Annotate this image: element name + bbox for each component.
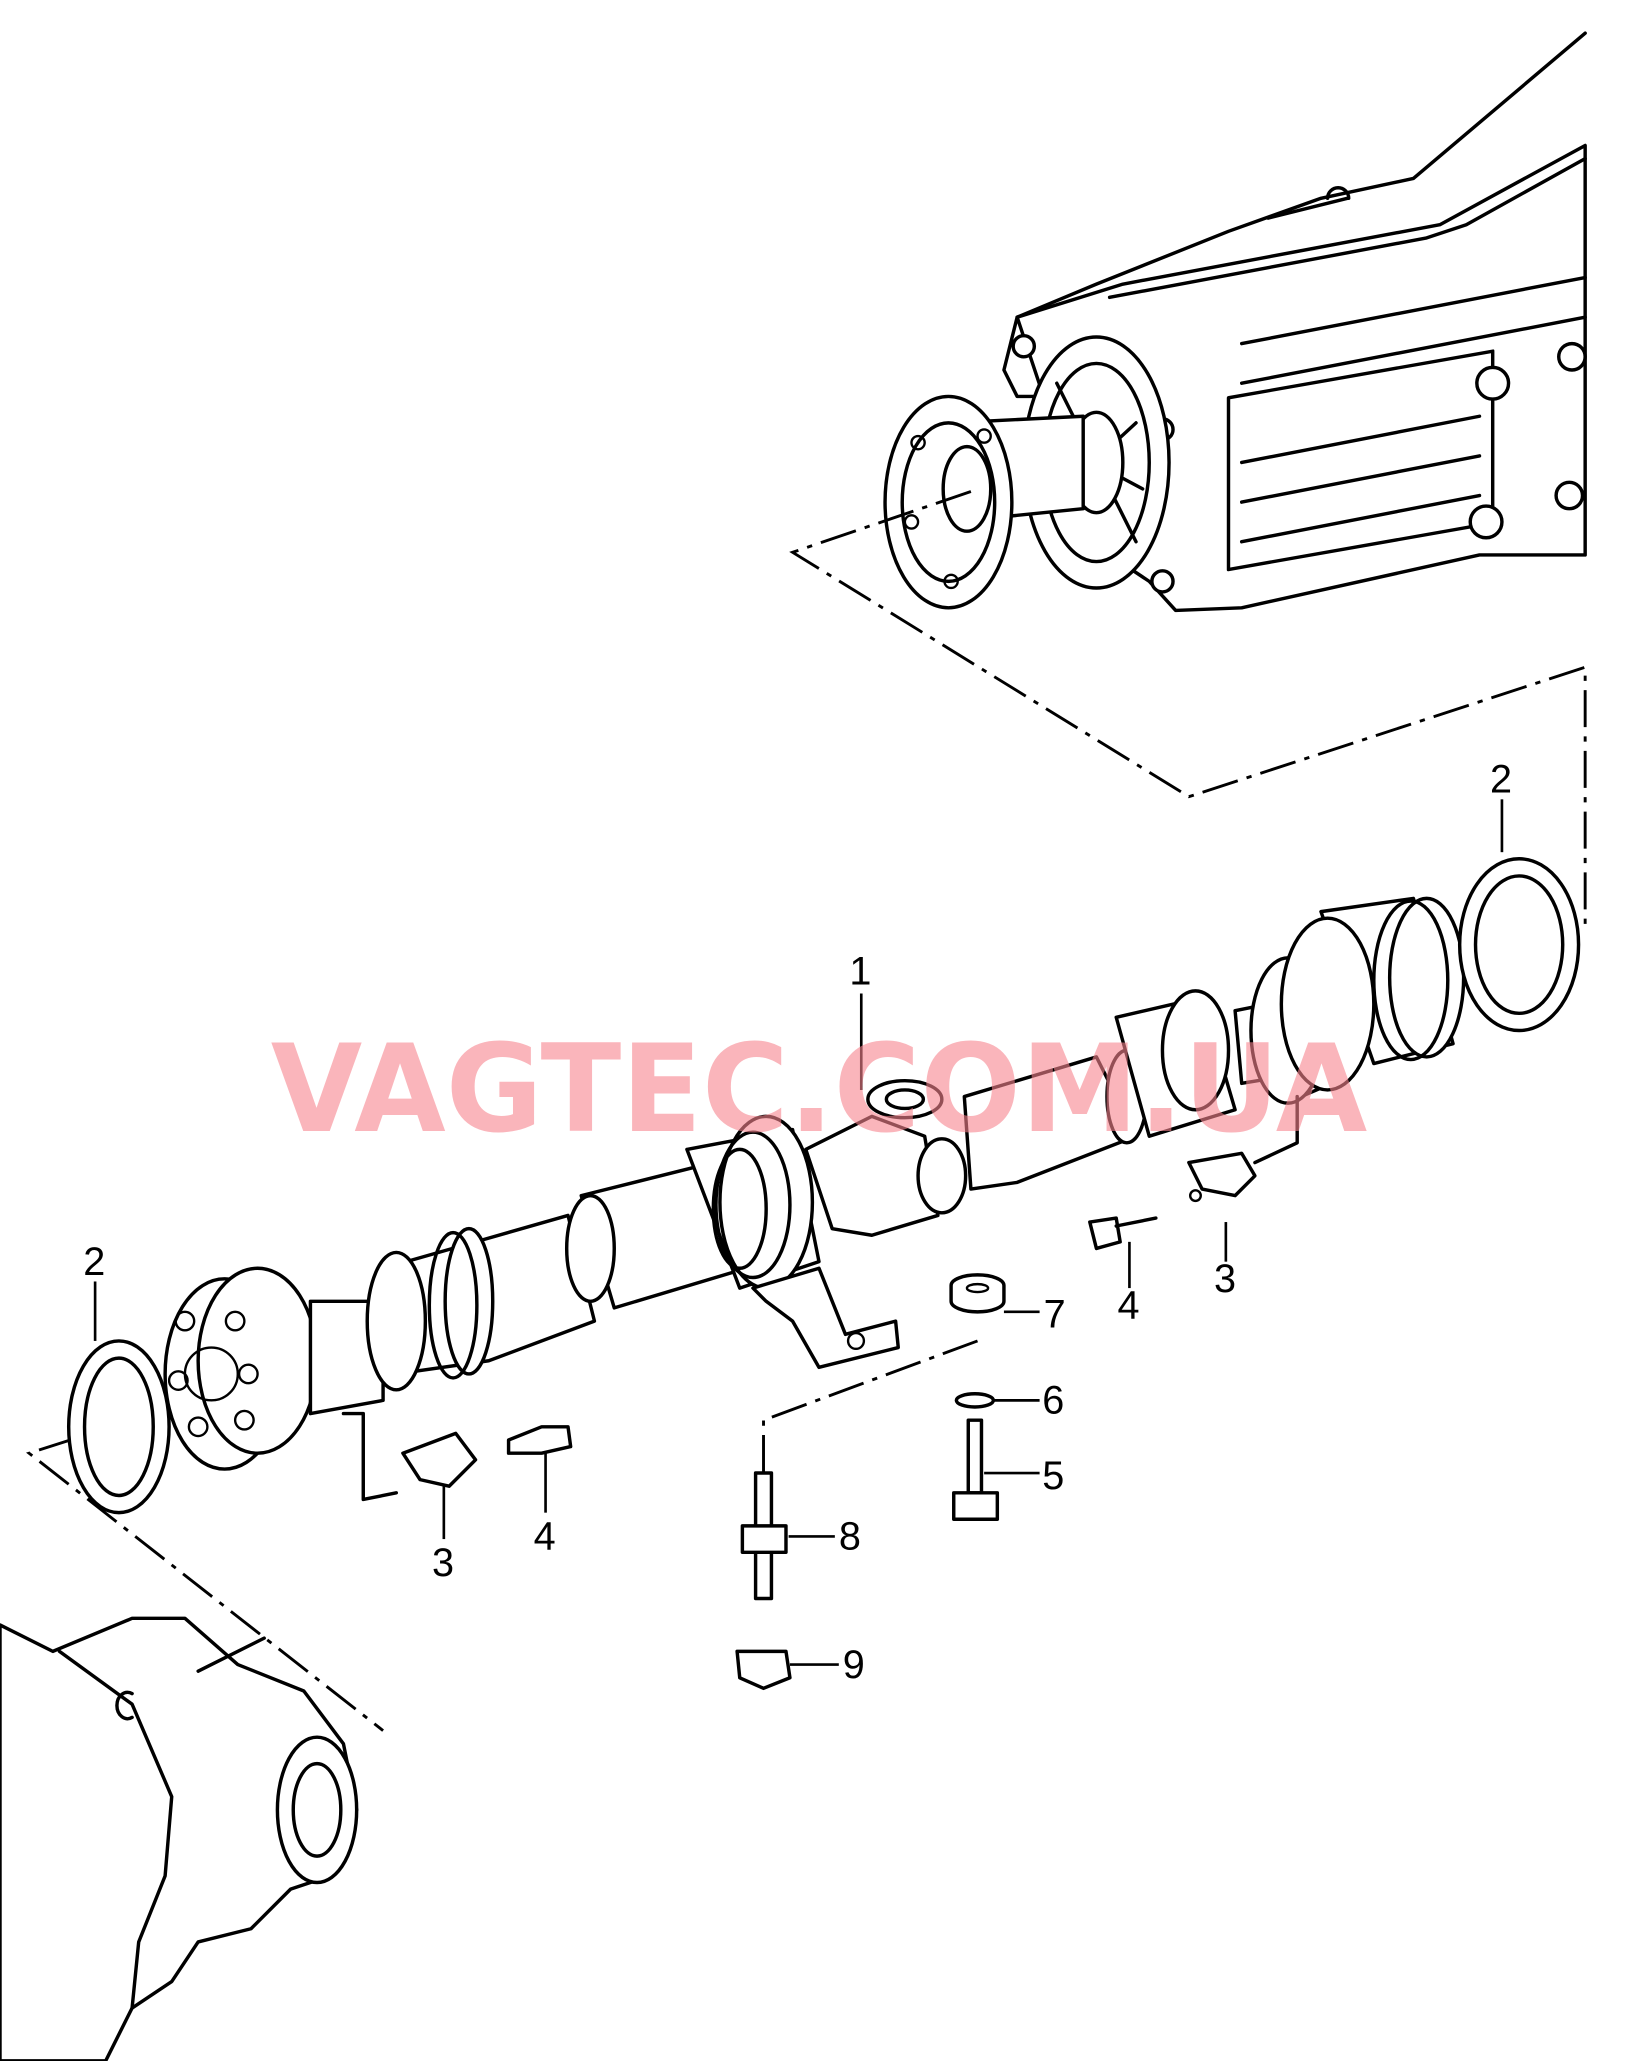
clamp-plate-rear: [1187, 1151, 1257, 1198]
transmission-housing: [883, 31, 1587, 613]
rear-differential: [0, 1616, 359, 2061]
callout-5: 5: [1042, 1454, 1064, 1498]
callout-8: 8: [839, 1515, 861, 1559]
gasket-ring-rear: [1457, 857, 1581, 1033]
callout-2-rear: 2: [1490, 758, 1512, 802]
bolt-head-rear: [1088, 1216, 1122, 1251]
bushing: [949, 1273, 1006, 1314]
fasteners: [401, 1151, 1257, 1691]
alignment-line-upper: [789, 490, 1587, 925]
callout-9: 9: [843, 1643, 865, 1687]
callout-3-rear: 3: [1214, 1257, 1236, 1301]
callout-4-front: 4: [534, 1515, 556, 1559]
washer: [954, 1392, 996, 1409]
flange-nut: [735, 1649, 792, 1691]
callout-7: 7: [1044, 1293, 1066, 1337]
leader-lines: [93, 799, 1504, 1666]
callout-3-front: 3: [432, 1541, 454, 1585]
clamp-plate-front: [401, 1431, 478, 1488]
bolt-shank: [966, 1418, 984, 1495]
alignment-line-bracket: [762, 1339, 979, 1474]
bolt-head: [952, 1491, 1000, 1521]
callout-4-rear: 4: [1118, 1283, 1140, 1327]
callout-1: 1: [849, 949, 871, 993]
callout-2-front: 2: [83, 1240, 105, 1284]
callout-6: 6: [1042, 1379, 1064, 1423]
bolt-front: [506, 1425, 573, 1455]
propeller-shaft: [66, 857, 1581, 1515]
watermark: VAGTEC.COM.UA: [271, 1018, 1367, 1160]
